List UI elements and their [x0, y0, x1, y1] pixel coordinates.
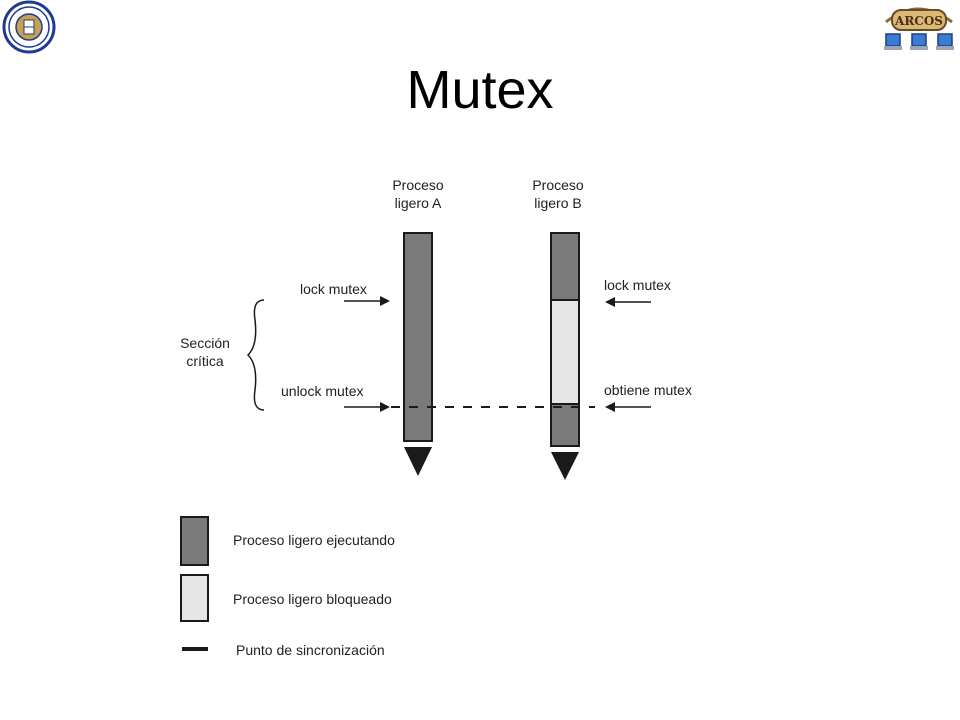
thread-b-running-bottom: [550, 403, 580, 447]
legend-swatch-blocked: [180, 574, 209, 622]
legend-label-blocked: Proceso ligero bloqueado: [233, 591, 392, 607]
right-event-lock: lock mutex: [604, 277, 671, 293]
thread-b-running-top: [550, 232, 580, 301]
critical-section-label: Sección crítica: [180, 335, 230, 369]
legend-swatch-sync: [182, 647, 208, 651]
thread-b-arrowhead: [551, 452, 579, 480]
legend-label-sync: Punto de sincronización: [236, 642, 385, 658]
right-event-obtain: obtiene mutex: [604, 382, 692, 398]
arcos-logo: ARCOS: [884, 7, 954, 50]
legend-swatch-running: [180, 516, 209, 566]
thread-a-label: Proceso ligero A: [392, 177, 444, 211]
critical-section-brace: [246, 299, 265, 411]
thread-b-blocked: [550, 299, 580, 405]
left-event-unlock: unlock mutex: [281, 383, 364, 399]
legend-label-running: Proceso ligero ejecutando: [233, 532, 395, 548]
obtain-arrowhead-right: [605, 402, 615, 412]
left-event-lock: lock mutex: [300, 281, 367, 297]
thread-a-arrowhead: [404, 447, 432, 476]
university-seal-logo: [2, 0, 56, 54]
lock-arrowhead-right: [605, 297, 615, 307]
unlock-arrowhead-left: [380, 402, 390, 412]
thread-a-bar: [403, 232, 433, 442]
thread-b-label: Proceso ligero B: [532, 177, 584, 211]
page-title: Mutex: [406, 60, 554, 120]
svg-text:ARCOS: ARCOS: [894, 14, 943, 28]
lock-arrowhead-left: [380, 296, 390, 306]
